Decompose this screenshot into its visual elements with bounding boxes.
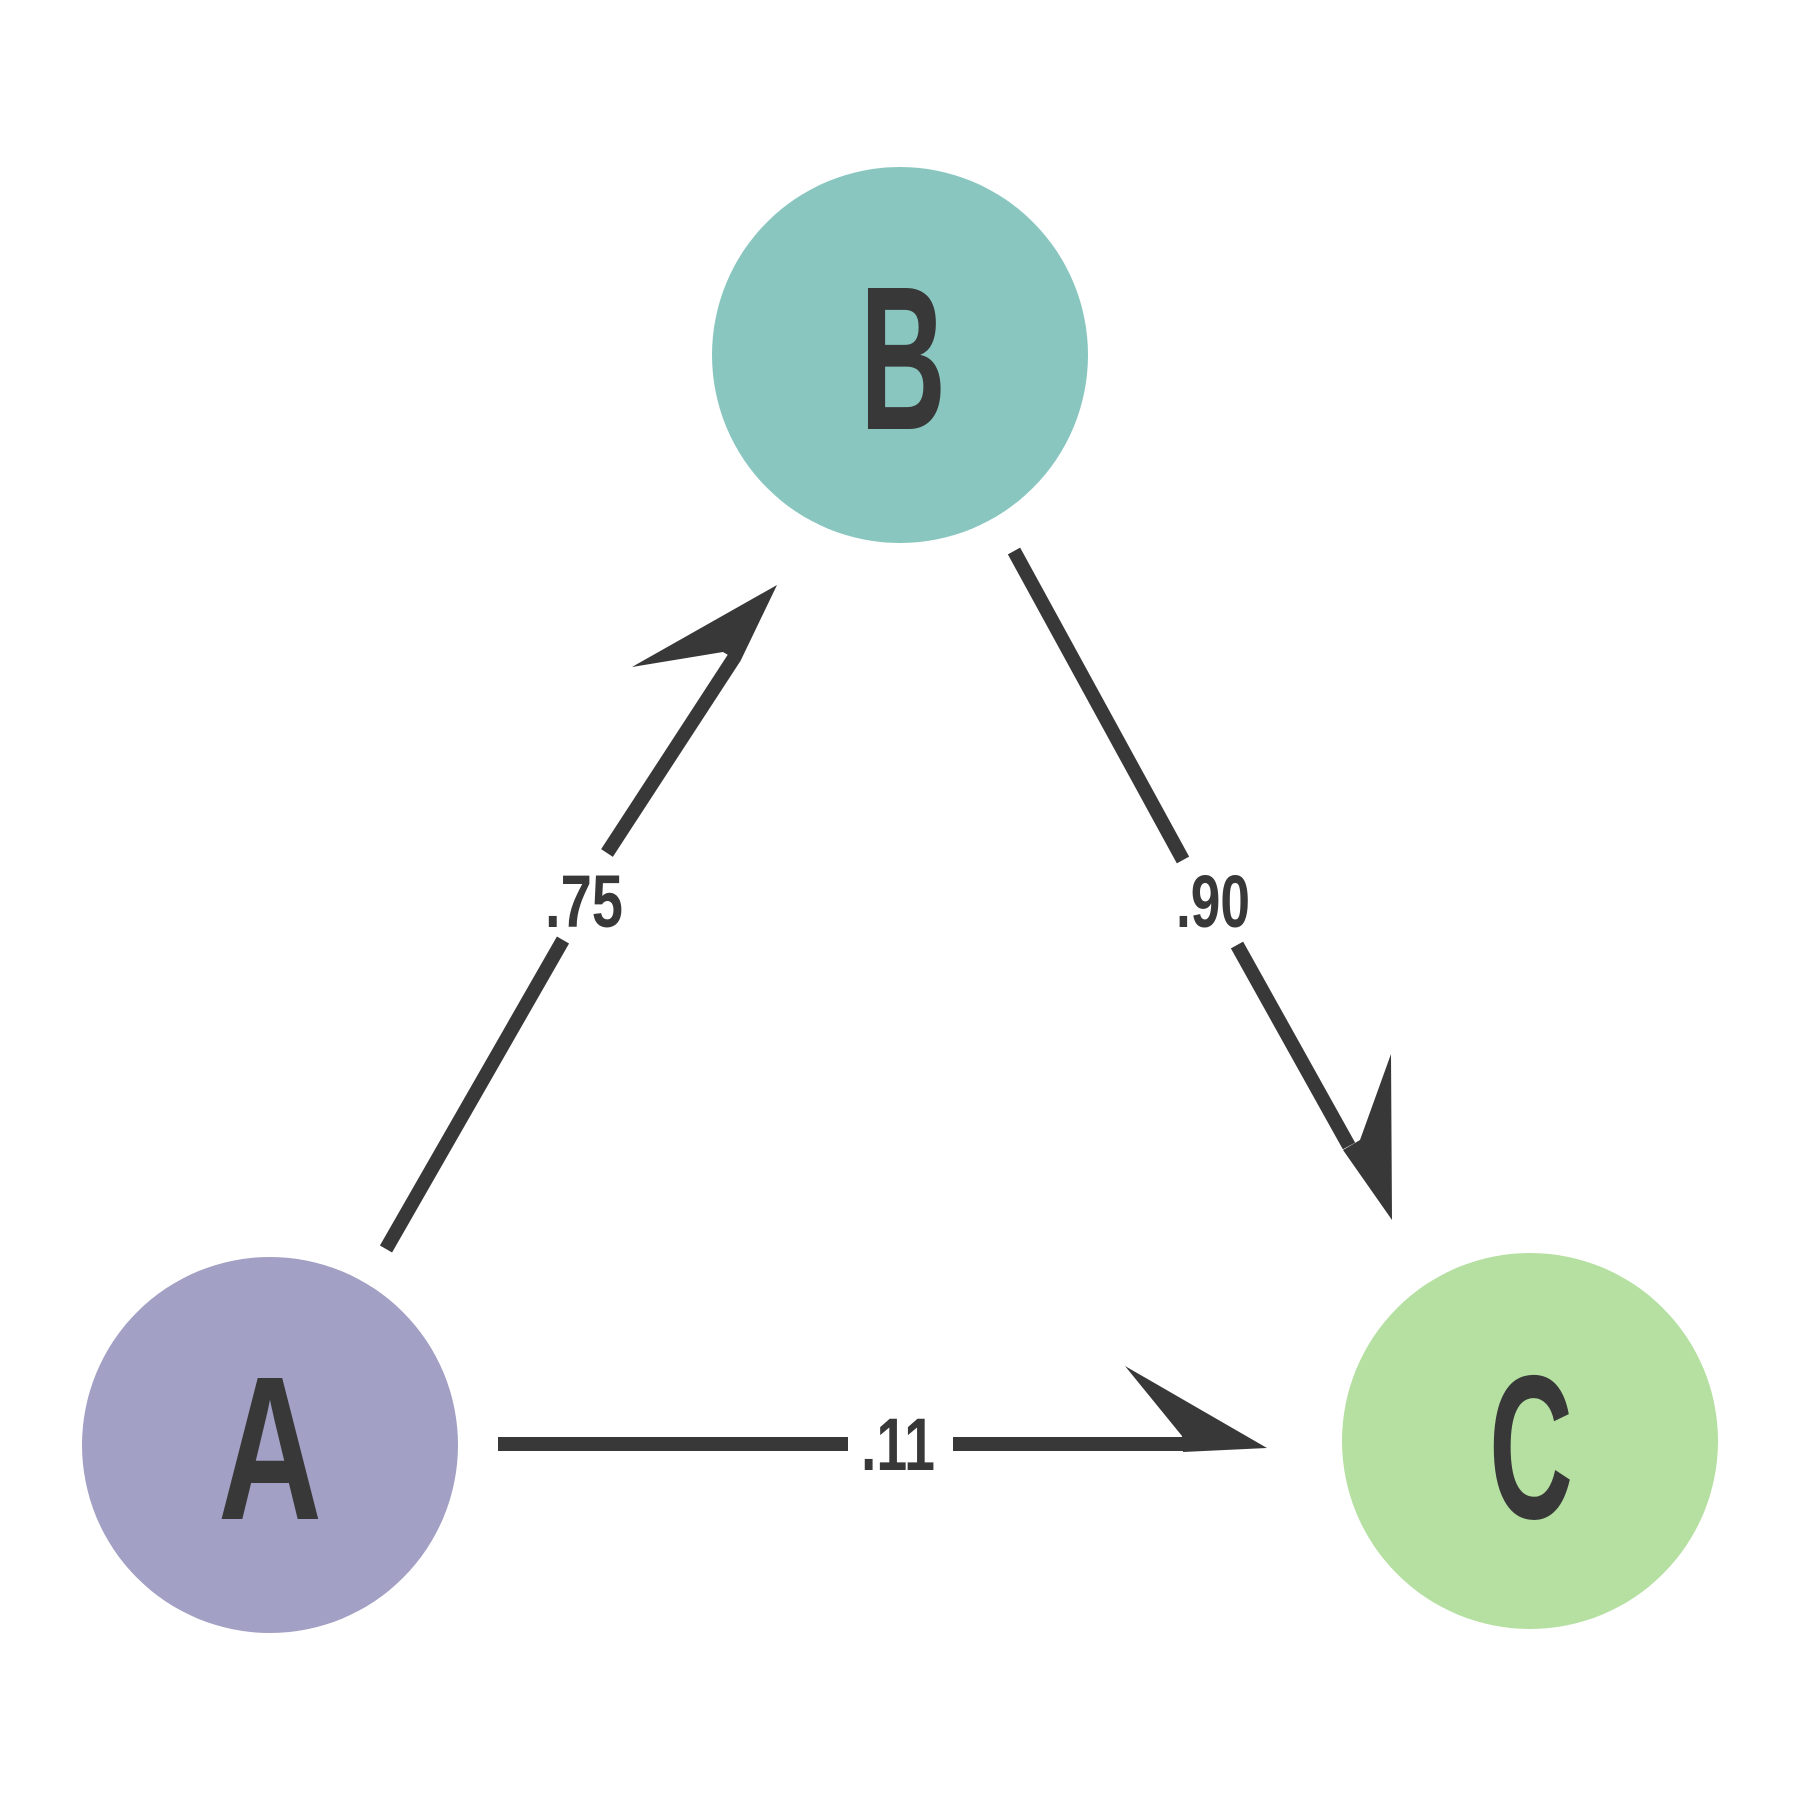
node-A: A [82, 1257, 458, 1633]
edge-A-B-line [379, 936, 570, 1253]
edge-B-C-weight-label: .90 [1176, 860, 1250, 943]
node-C-label: C [1489, 1333, 1573, 1562]
edge-B-C-line [1230, 941, 1356, 1150]
edge-A-C-weight-label: .11 [861, 1403, 935, 1486]
edge-A-B: .75 [379, 585, 777, 1253]
node-B-label: B [860, 244, 946, 473]
edge-A-C: .11 [498, 1366, 1267, 1486]
node-C-circle [1342, 1253, 1718, 1629]
edge-B-C-line [1007, 547, 1190, 864]
node-A-label: A [218, 1334, 322, 1563]
node-B: B [712, 167, 1088, 543]
edge-B-C: .90 [1007, 547, 1392, 1220]
edge-A-B-arrowhead [632, 585, 777, 667]
edge-B-C-arrowhead [1343, 1054, 1392, 1220]
node-C: C [1342, 1253, 1718, 1629]
edge-A-B-line [601, 654, 740, 857]
edge-A-C-arrowhead [1125, 1366, 1267, 1452]
node-A-circle [82, 1257, 458, 1633]
node-B-circle [712, 167, 1088, 543]
edge-A-B-weight-label: .75 [545, 860, 623, 943]
